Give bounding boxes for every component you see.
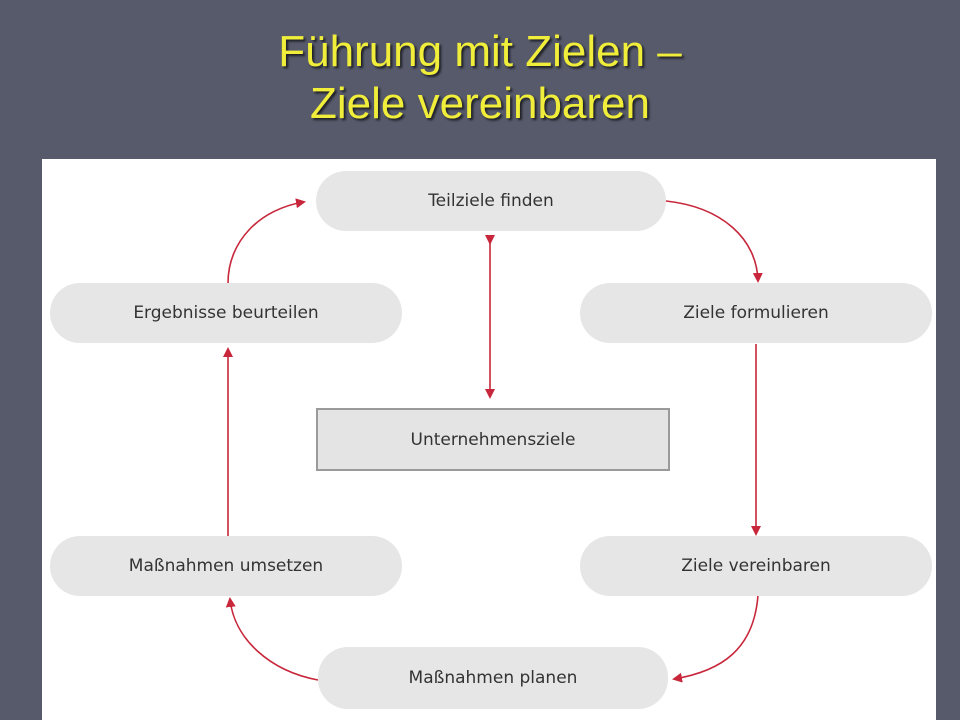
- arrow-vereinbaren-to-planen: [672, 594, 759, 683]
- node-massnahmen-umsetzen: Maßnahmen umsetzen: [50, 536, 402, 596]
- arrow-teilziele-to-formulieren: [665, 200, 763, 283]
- node-label: Unternehmensziele: [410, 429, 576, 450]
- title-line-1: Führung mit Zielen –: [278, 27, 682, 76]
- diagram-arrows: [223, 198, 763, 683]
- arrow-beurteilen-to-teilziele: [227, 198, 306, 284]
- slide-title: Führung mit Zielen – Ziele vereinbaren: [0, 26, 960, 130]
- title-line-2: Ziele vereinbaren: [310, 79, 650, 128]
- node-label: Maßnahmen planen: [408, 668, 578, 688]
- node-label: Maßnahmen umsetzen: [128, 556, 324, 576]
- node-label: Ziele vereinbaren: [681, 556, 831, 576]
- node-label: Teilziele finden: [428, 191, 554, 211]
- arrow-planen-to-umsetzen: [225, 597, 319, 681]
- node-ergebnisse-beurteilen: Ergebnisse beurteilen: [50, 283, 402, 343]
- node-label: Ziele formulieren: [683, 303, 829, 323]
- node-massnahmen-planen: Maßnahmen planen: [318, 647, 668, 709]
- node-unternehmensziele: Unternehmensziele: [316, 408, 670, 471]
- diagram-panel: Teilziele finden Ziele formulieren Ergeb…: [42, 159, 936, 720]
- node-ziele-formulieren: Ziele formulieren: [580, 283, 932, 343]
- node-ziele-vereinbaren: Ziele vereinbaren: [580, 536, 932, 596]
- node-teilziele-finden: Teilziele finden: [316, 171, 666, 231]
- node-label: Ergebnisse beurteilen: [133, 303, 319, 323]
